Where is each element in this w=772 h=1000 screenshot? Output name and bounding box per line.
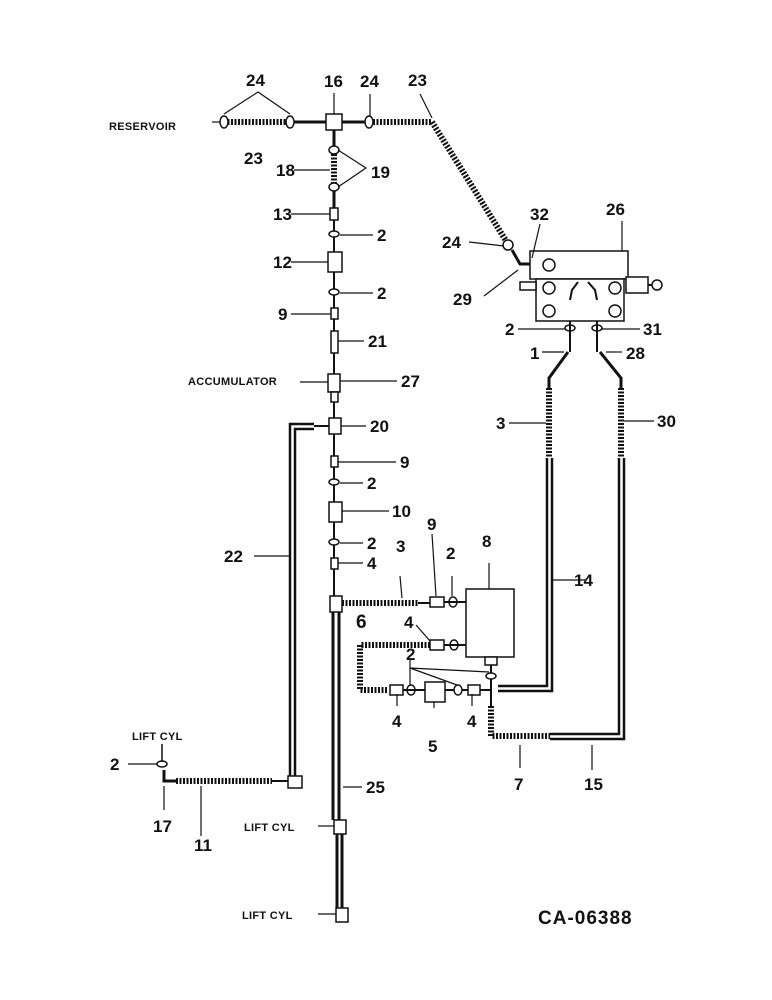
valve-5 [424,681,446,703]
callout-4: 4 [404,613,414,632]
lift-cyl-label-bottom: LIFT CYL [242,910,293,922]
callout-2: 2 [110,755,119,774]
lift-cyl-label-left: LIFT CYL [132,731,183,743]
reservoir-label: RESERVOIR [109,121,176,133]
callout-9: 9 [400,453,409,472]
callout-24: 24 [246,71,265,90]
callout-15: 15 [584,775,603,794]
left-lift-line [128,422,329,789]
callout-11: 11 [194,836,212,855]
callout-28: 28 [626,344,645,363]
tee-16 [325,113,343,131]
callout-22: 22 [224,547,243,566]
callout-2: 2 [367,534,376,553]
callout-2: 2 [446,544,455,563]
callout-2: 2 [377,226,386,245]
callout-1: 1 [530,344,539,363]
callout-21: 21 [368,332,387,351]
main-vertical-line [300,130,349,923]
callout-5: 5 [428,737,437,756]
callout-2: 2 [406,645,415,664]
callout-2: 2 [367,474,376,493]
callout-2: 2 [505,320,514,339]
callout-24: 24 [442,233,461,252]
callout-18: 18 [276,161,295,180]
callout-6: 6 [356,612,367,633]
callout-29: 29 [453,290,472,309]
callout-26: 26 [606,200,625,219]
callout-25: 25 [366,778,385,797]
callout-7: 7 [514,775,523,794]
tee-20 [328,417,342,435]
callout-9: 9 [278,305,287,324]
callout-19: 19 [371,163,390,182]
reservoir-line [212,113,530,266]
callout-12: 12 [273,253,292,272]
callout-20: 20 [370,417,389,436]
leader-lines [163,91,654,836]
callout-32: 32 [530,205,549,224]
callout-13: 13 [273,205,292,224]
lift-cyl-label-middle: LIFT CYL [244,822,295,834]
valve-12 [327,251,343,273]
callout-4: 4 [367,554,377,573]
right-hoses [546,300,624,458]
callout-2: 2 [377,284,386,303]
callout-9: 9 [427,515,436,534]
callout-27: 27 [401,372,420,391]
callout-10: 10 [392,502,411,521]
callout-30: 30 [657,412,676,431]
tee-6 [329,595,343,613]
branch-line [342,458,626,741]
callout-24: 24 [360,72,379,91]
diagram-code: CA-06388 [538,908,633,929]
tee-27 [327,373,341,393]
callout-31: 31 [643,320,662,339]
callout-16: 16 [324,72,343,91]
callout-23: 23 [244,149,263,168]
callout-4: 4 [467,712,477,731]
callout-23: 23 [408,71,427,90]
accumulator-label: ACCUMULATOR [188,376,277,388]
callout-3: 3 [496,414,505,433]
callout-14: 14 [574,571,593,590]
valve-8 [465,588,515,658]
callout-8: 8 [482,532,491,551]
callout-4: 4 [392,712,402,731]
callout-3: 3 [396,537,405,556]
valve-10 [328,501,343,523]
pump-26 [519,250,663,322]
callout-17: 17 [153,817,172,836]
